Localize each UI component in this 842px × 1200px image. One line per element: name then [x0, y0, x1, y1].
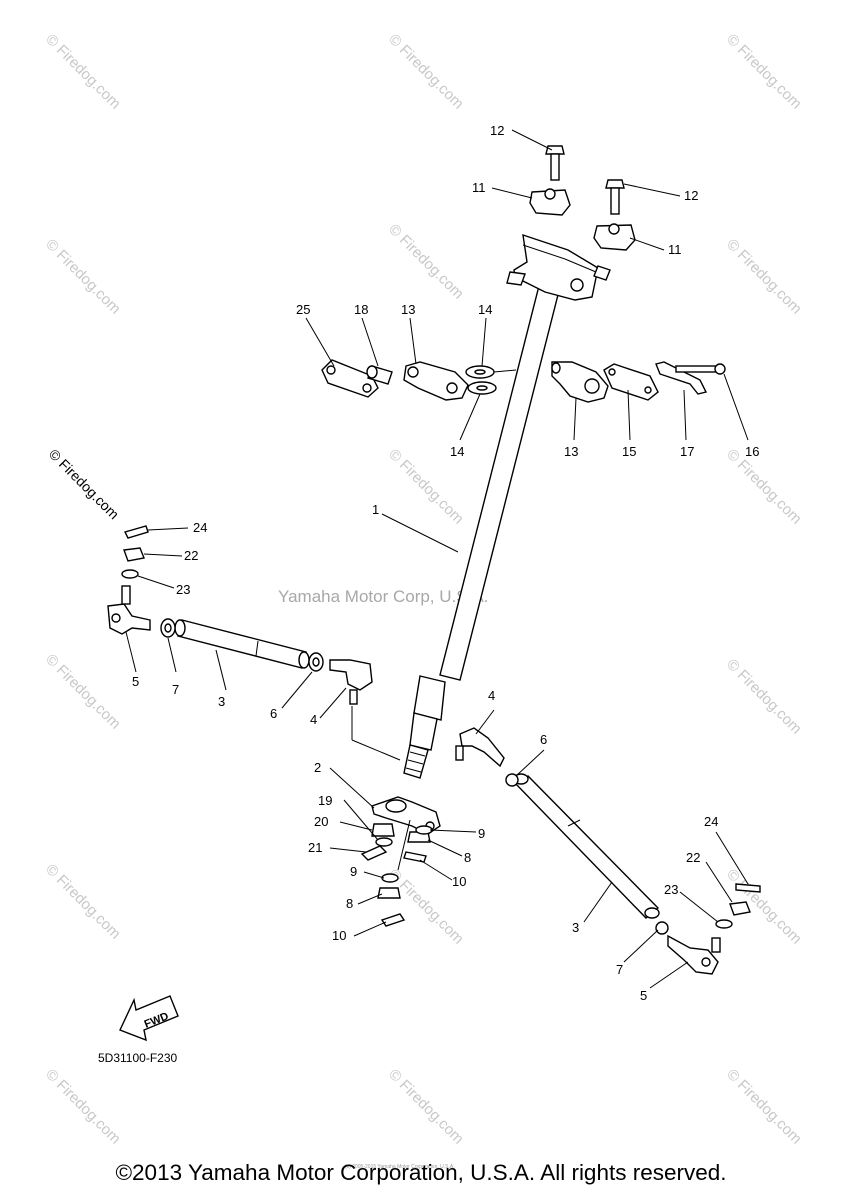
diagram-code: 5D31100-F230	[98, 1051, 177, 1065]
callout-3: 3	[218, 694, 225, 709]
callout-18: 18	[354, 302, 368, 317]
watermark: © Firedog.com	[723, 236, 805, 318]
callout-9: 9	[478, 826, 485, 841]
fwd-arrow-icon: FWD	[119, 995, 179, 1042]
center-watermark: Yamaha Motor Corp, U.S.A.	[278, 587, 488, 606]
watermark: © Firedog.com	[385, 1066, 467, 1148]
callout-12: 12	[490, 123, 504, 138]
callout-2: 2	[314, 760, 321, 775]
watermark: © Firedog.com	[42, 31, 124, 113]
watermark: © Firedog.com	[46, 446, 122, 522]
upper-right-parts	[551, 361, 726, 403]
callout-21: 21	[308, 840, 322, 855]
callout-24: 24	[704, 814, 718, 829]
watermark: © Firedog.com	[723, 446, 805, 528]
callout-13: 13	[401, 302, 415, 317]
watermark: © Firedog.com	[723, 1066, 805, 1148]
callout-12: 12	[684, 188, 698, 203]
right-tie-rod	[455, 727, 761, 975]
callout-1: 1	[372, 502, 379, 517]
callout-6: 6	[540, 732, 547, 747]
pitman-arm	[351, 706, 441, 927]
leader-lines	[125, 129, 749, 989]
callout-23: 23	[664, 882, 678, 897]
callout-3: 3	[572, 920, 579, 935]
callout-14: 14	[450, 444, 464, 459]
watermark: © Firedog.com	[385, 221, 467, 303]
callout-16: 16	[745, 444, 759, 459]
callout-4: 4	[488, 688, 495, 703]
callout-19: 19	[318, 793, 332, 808]
callout-6: 6	[270, 706, 277, 721]
callout-10: 10	[332, 928, 346, 943]
callout-9: 9	[350, 864, 357, 879]
callout-15: 15	[622, 444, 636, 459]
watermark: © Firedog.com	[42, 1066, 124, 1148]
callout-8: 8	[346, 896, 353, 911]
steering-column	[403, 233, 611, 779]
callout-24: 24	[193, 520, 207, 535]
callout-11: 11	[668, 242, 682, 257]
upper-left-parts	[321, 359, 517, 401]
callout-11: 11	[472, 180, 486, 195]
watermark: © Firedog.com	[42, 236, 124, 318]
callout-13: 13	[564, 444, 578, 459]
copyright-notice: ©2013 Yamaha Motor Corporation, U.S.A. A…	[115, 1160, 727, 1185]
callout-8: 8	[464, 850, 471, 865]
small-print: (c) 2005-2015 Yamaha Motor Corporation, …	[345, 1164, 455, 1170]
watermark: © Firedog.com	[42, 651, 124, 733]
watermark: © Firedog.com	[723, 656, 805, 738]
callout-4: 4	[310, 712, 317, 727]
callout-17: 17	[680, 444, 694, 459]
callout-7: 7	[616, 962, 623, 977]
watermark: © Firedog.com	[385, 31, 467, 113]
callout-5: 5	[640, 988, 647, 1003]
callout-23: 23	[176, 582, 190, 597]
callout-20: 20	[314, 814, 328, 829]
handlebar-holders	[529, 145, 636, 251]
callout-7: 7	[172, 682, 179, 697]
callout-25: 25	[296, 302, 310, 317]
watermark: © Firedog.com	[723, 31, 805, 113]
callout-22: 22	[184, 548, 198, 563]
callout-5: 5	[132, 674, 139, 689]
callout-14: 14	[478, 302, 492, 317]
callouts: 12 11 12 11 25 18 13 14 14 13 15 17 16 1…	[132, 123, 759, 1003]
left-tie-rod	[107, 525, 373, 705]
callout-10: 10	[452, 874, 466, 889]
callout-22: 22	[686, 850, 700, 865]
watermark: © Firedog.com	[42, 861, 124, 943]
